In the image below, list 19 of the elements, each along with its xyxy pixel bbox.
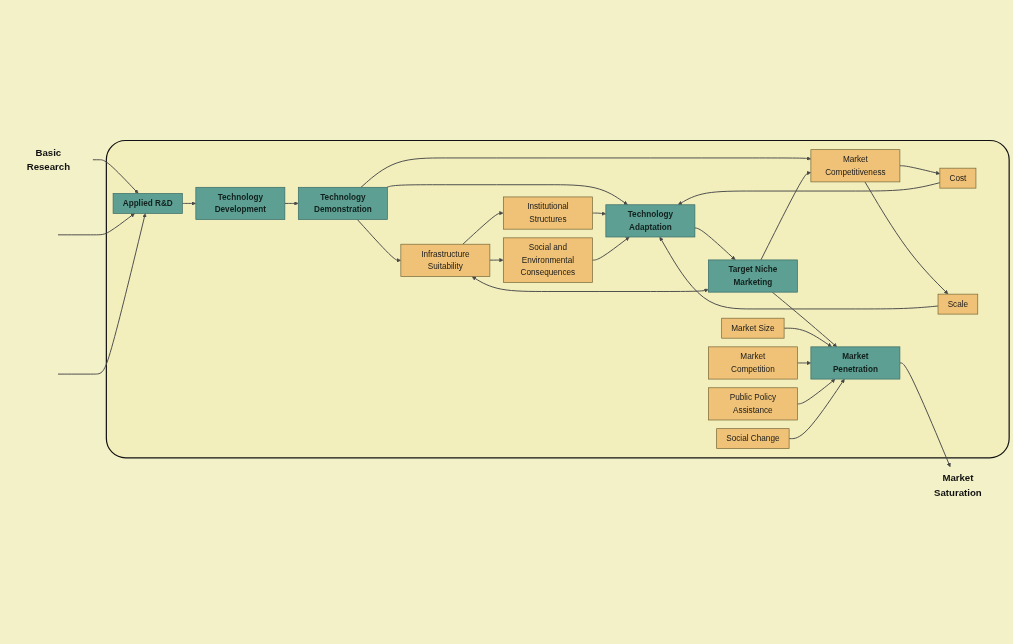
node-box: Market Competition <box>708 346 798 380</box>
node-box: Applied R&D <box>112 193 183 214</box>
node-box: Social and Environmental Consequences <box>503 237 593 283</box>
cluster <box>105 139 1010 459</box>
node-text: Basic Research <box>26 147 71 173</box>
node-box: Technology Adaptation <box>605 204 696 238</box>
node-box: Market Competitiveness <box>810 149 901 183</box>
node-box: Social Change <box>716 428 790 449</box>
node-box: Infrastructure Suitability <box>400 243 491 277</box>
node-box: Market Size <box>721 317 785 339</box>
node-box: Scale <box>937 293 979 315</box>
node-box: Cost <box>939 167 977 189</box>
node-box: Technology Development <box>195 186 286 220</box>
node-box: Target Niche Marketing <box>708 259 798 293</box>
node-box: Public Policy Assistance <box>708 387 798 421</box>
node-box: Market Penetration <box>810 346 901 380</box>
node-box: Institutional Structures <box>503 196 593 230</box>
node-box: Technology Demonstration <box>297 186 388 220</box>
node-text: Market Saturation <box>934 472 982 498</box>
